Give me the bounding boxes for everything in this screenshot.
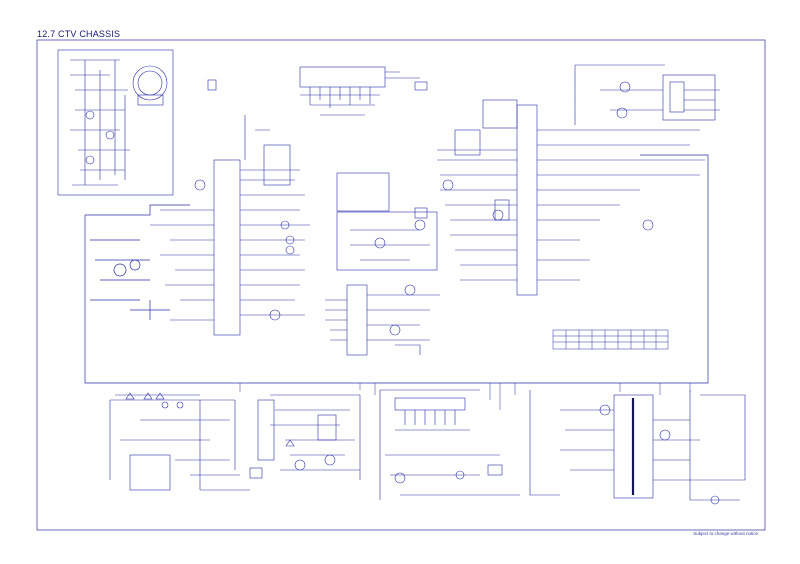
footnote: Subject to change without notice [693,531,758,536]
av-switch-section [325,284,440,356]
tuner-module [299,66,428,116]
legend-table [552,329,669,350]
power-supply-section [109,392,295,491]
interconnect-wires [239,383,691,410]
deflection-section [270,394,361,480]
main-ic-section [150,79,310,336]
crt-socket-board [57,49,174,196]
mcu-section [437,99,705,296]
audio-amp-section [379,389,520,500]
flyback-section [529,390,746,505]
signal-zone-frame [84,154,709,384]
ir-key-board [574,64,720,125]
drawing-frame [36,39,766,531]
page-title: 12.7 CTV CHASSIS [37,29,121,39]
if-subboard [336,172,438,271]
